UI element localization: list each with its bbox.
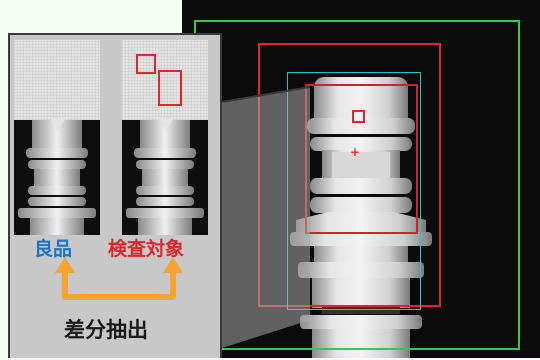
target-sample-image xyxy=(122,40,208,235)
defect-marker xyxy=(352,110,365,123)
good-zoom-callout xyxy=(14,40,100,120)
good-label: 良品 xyxy=(34,238,73,260)
callout-tail xyxy=(50,118,66,130)
callout-tail xyxy=(158,118,174,130)
good-sample-image xyxy=(14,40,100,235)
comparison-panel xyxy=(8,33,222,358)
defect-box-2 xyxy=(158,70,182,106)
target-zoom-callout xyxy=(122,40,208,120)
part-image xyxy=(290,77,432,358)
target-label: 検査対象 xyxy=(108,238,185,260)
defect-box-1 xyxy=(136,54,156,74)
orange-bracket-arrow-icon xyxy=(55,257,183,300)
red-crosshair-icon: + xyxy=(350,145,361,159)
diff-extraction-label: 差分抽出 xyxy=(64,318,148,342)
